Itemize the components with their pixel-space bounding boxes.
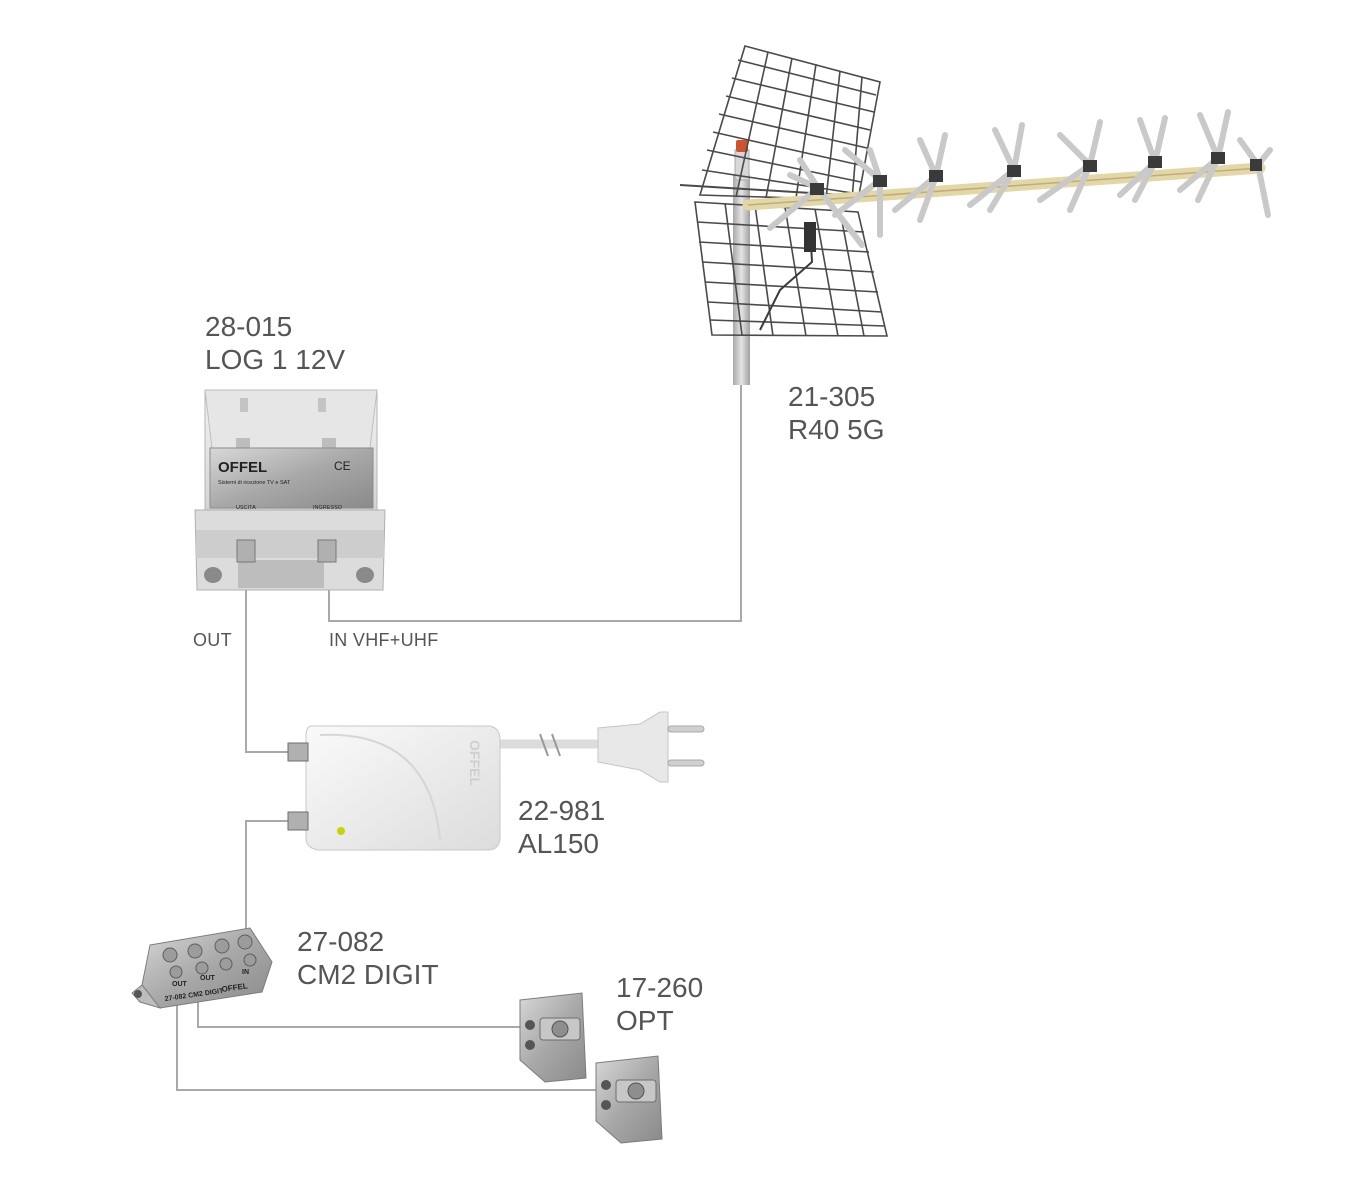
tv-outlet-icon <box>595 1055 663 1144</box>
cable-amplifier-to-power-supply <box>245 585 290 753</box>
tv-outlet-icon <box>519 992 587 1083</box>
amplifier-subtitle: Sistemi di ricezione TV e SAT <box>218 480 291 486</box>
splitter-print-out2: OUT <box>200 975 216 982</box>
splitter-icon: OUT OUT IN 27-082 CM2 DIGIT OFFEL <box>131 927 273 1009</box>
splitter-name: CM2 DIGIT <box>297 959 439 990</box>
antenna-code: 21-305 <box>788 381 876 412</box>
amplifier-print-out: USCITA <box>236 505 256 511</box>
amplifier-brand: OFFEL <box>218 459 267 476</box>
splitter-print-out1: OUT <box>172 981 188 988</box>
splitter-print-in: IN <box>242 969 249 976</box>
power-supply-label: 22-981 AL150 <box>518 794 605 860</box>
splitter-brand: OFFEL <box>221 981 248 994</box>
power-supply-code: 22-981 <box>518 795 606 826</box>
uhf-yagi-antenna-icon <box>679 45 1273 385</box>
antenna-name: R40 5G <box>788 414 885 445</box>
outlet-code: 17-260 <box>616 972 704 1003</box>
amplifier-label: 28-015 LOG 1 12V <box>205 310 345 376</box>
splitter-code: 27-082 <box>297 926 385 957</box>
power-supply-brand: OFFEL <box>467 740 483 786</box>
mast-amplifier-icon: OFFEL CE Sistemi di ricezione TV e SAT U… <box>194 389 386 591</box>
cable-splitter-to-outlet-2 <box>176 990 600 1091</box>
port-label-out: OUT <box>193 630 232 650</box>
cable-splitter-to-outlet-1 <box>197 990 525 1028</box>
cable-antenna-to-amplifier <box>328 384 742 622</box>
outlet-name: OPT <box>616 1005 674 1036</box>
power-supply-name: AL150 <box>518 828 599 859</box>
antenna-label: 21-305 R40 5G <box>788 380 885 446</box>
outlet-label: 17-260 OPT <box>616 971 703 1037</box>
splitter-label: 27-082 CM2 DIGIT <box>297 925 439 991</box>
amplifier-name: LOG 1 12V <box>205 344 346 375</box>
port-label-in: IN VHF+UHF <box>329 630 439 650</box>
amplifier-code: 28-015 <box>205 311 293 342</box>
amplifier-print-in: INGRESSO <box>313 505 343 511</box>
cable-power-supply-to-splitter <box>245 820 290 930</box>
amplifier-ce-mark: CE <box>334 459 351 473</box>
power-supply-icon: OFFEL <box>287 711 705 851</box>
